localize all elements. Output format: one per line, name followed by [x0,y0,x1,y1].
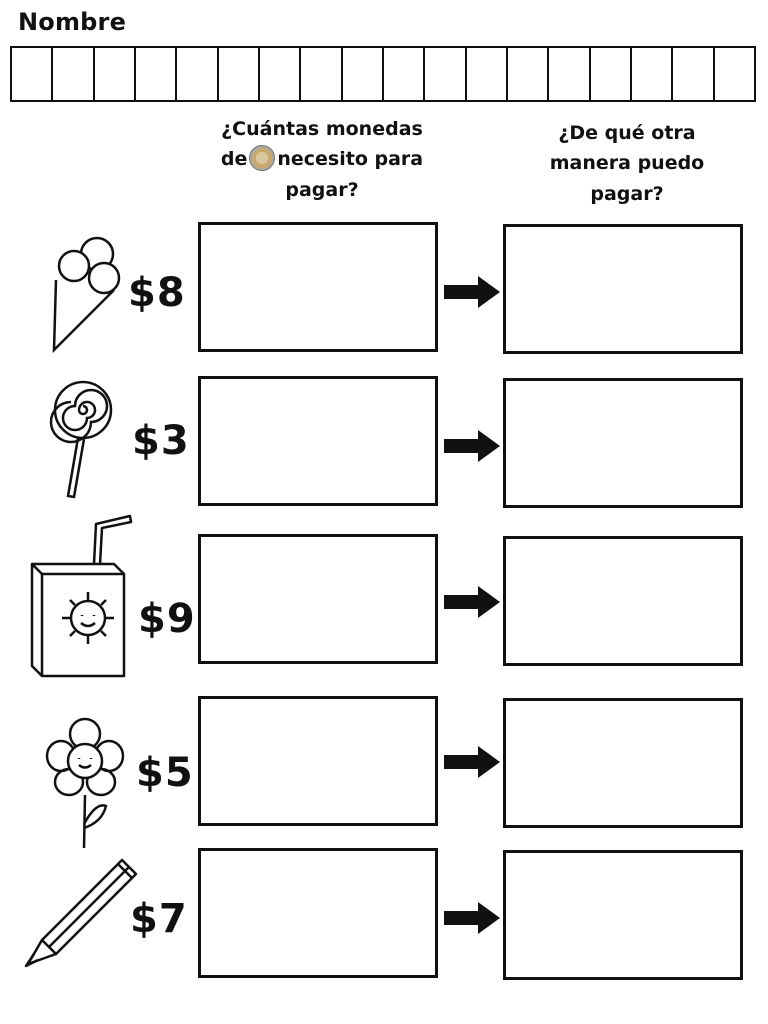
name-cell[interactable] [53,48,95,100]
arrow-right-icon [444,902,500,934]
name-cell[interactable] [12,48,54,100]
other-way-answer-box[interactable] [503,378,743,508]
header-line: pagar? [590,182,664,205]
coins-needed-header: ¿Cuántas monedas de necesito para pagar? [200,114,444,205]
price-label: $9 [138,596,196,642]
pencil-icon [24,858,138,968]
other-way-answer-box[interactable] [503,224,743,354]
other-way-answer-box[interactable] [503,698,743,828]
name-cell[interactable] [136,48,178,100]
header-line: ¿Cuántas monedas [221,118,423,140]
header-line: ¿De qué otra [558,122,696,144]
name-cell[interactable] [591,48,632,100]
other-way-answer-box[interactable] [503,850,743,980]
name-cell[interactable] [467,48,508,100]
price-label: $5 [136,750,194,796]
name-cell[interactable] [219,48,260,100]
other-way-answer-box[interactable] [503,536,743,666]
coins-answer-box[interactable] [198,376,438,506]
coins-answer-box[interactable] [198,848,438,978]
name-label: Nombre [18,8,127,36]
arrow-right-icon [444,746,500,778]
price-label: $3 [132,418,190,464]
arrow-right-icon [444,586,500,618]
coins-answer-box[interactable] [198,696,438,826]
name-cell[interactable] [343,48,384,100]
name-cell[interactable] [95,48,136,100]
name-cell[interactable] [384,48,426,100]
arrow-right-icon [444,430,500,462]
other-way-header: ¿De qué otra manera puedo pagar? [520,118,734,209]
coins-answer-box[interactable] [198,534,438,664]
header-text: de [220,148,248,171]
header-text: necesito para [277,148,424,171]
arrow-right-icon [444,276,500,308]
lollipop-icon [49,380,113,499]
header-line: pagar? [285,178,359,201]
coin-icon [249,145,276,172]
header-line: manera puedo [549,152,705,175]
ice-cream-icon [52,236,121,354]
flower-icon [45,717,125,849]
price-label: $7 [130,896,188,942]
name-cell[interactable] [632,48,674,100]
name-cell[interactable] [425,48,467,100]
name-cell[interactable] [301,48,343,100]
name-cell[interactable] [508,48,550,100]
name-cell[interactable] [549,48,591,100]
juice-box-icon [30,514,133,678]
price-label: $8 [128,270,186,316]
name-input-grid[interactable] [10,46,756,102]
coins-answer-box[interactable] [198,222,438,352]
name-cell[interactable] [177,48,219,100]
name-cell[interactable] [260,48,302,100]
header-line: de necesito para [200,144,444,174]
name-cell[interactable] [715,48,754,100]
name-cell[interactable] [673,48,715,100]
